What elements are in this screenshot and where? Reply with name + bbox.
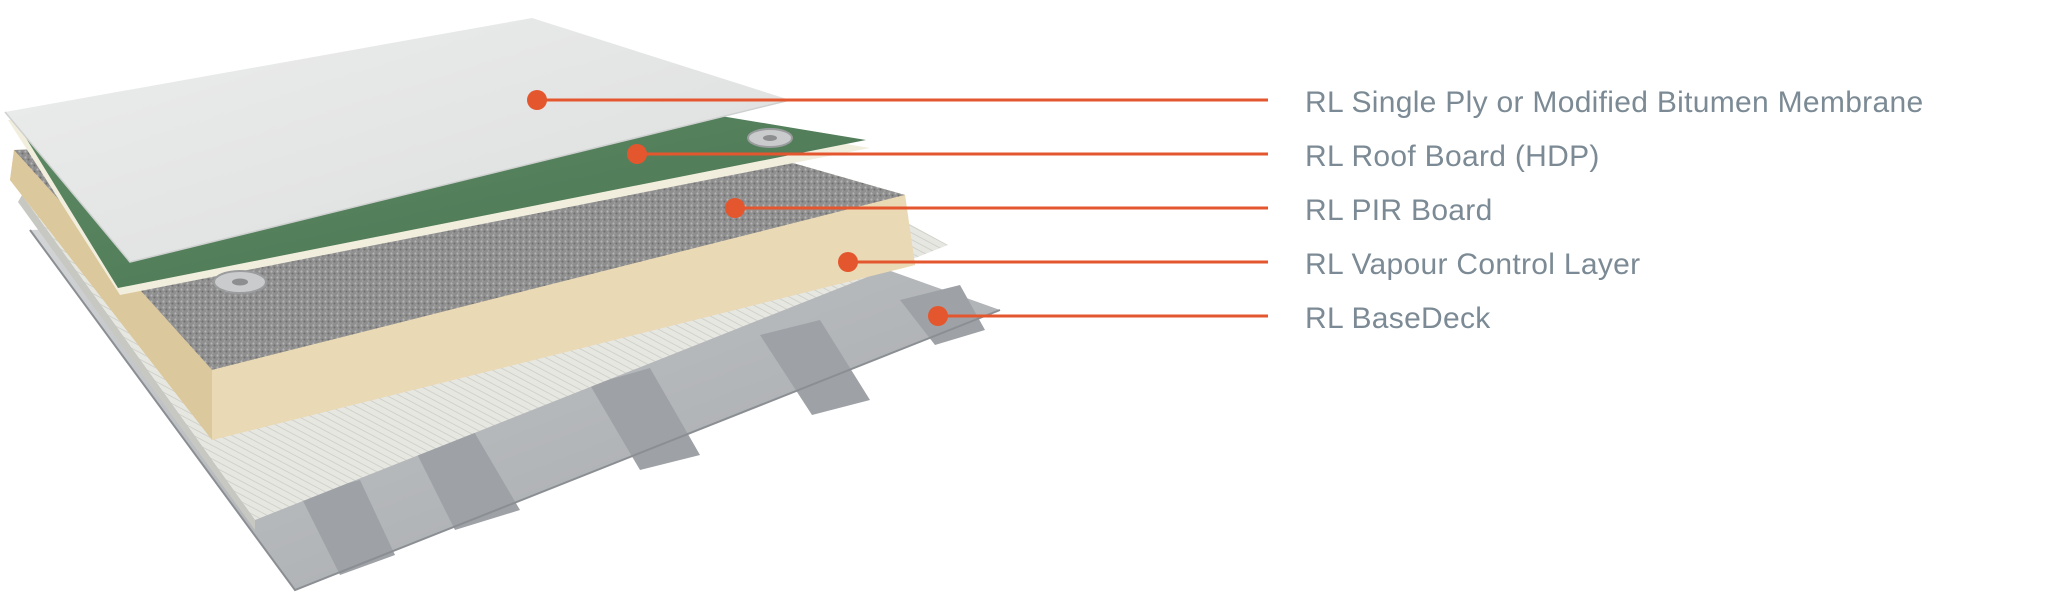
layer-label-roof-board: RL Roof Board (HDP): [1305, 140, 1600, 173]
leader-dot-basedeck: [928, 306, 948, 326]
layer-label-basedeck: RL BaseDeck: [1305, 302, 1491, 335]
leader-lines: [527, 90, 1268, 326]
leader-dot-pir-board: [725, 198, 745, 218]
layer-label-membrane: RL Single Ply or Modified Bitumen Membra…: [1305, 86, 1924, 119]
leader-dot-membrane: [527, 90, 547, 110]
leader-dot-vapour-control: [838, 252, 858, 272]
layer-label-pir-board: RL PIR Board: [1305, 194, 1493, 227]
leader-dot-roof-board: [627, 144, 647, 164]
membrane-layer: [4, 18, 791, 263]
layer-label-vapour-control: RL Vapour Control Layer: [1305, 248, 1641, 281]
